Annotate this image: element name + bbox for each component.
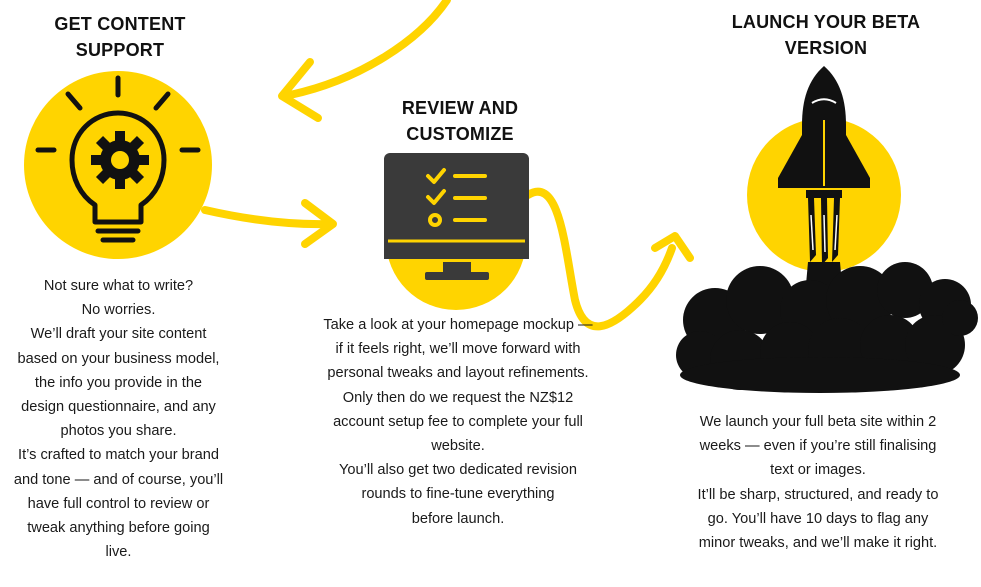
lightbulb-gear-icon xyxy=(24,71,212,259)
step2-line: personal tweaks and layout refinements. xyxy=(327,365,589,382)
step2-line: before launch. xyxy=(411,510,505,527)
step1-title: GET CONTENT SUPPORT xyxy=(10,11,230,63)
rocket-launch-icon xyxy=(676,66,978,393)
step1-line: We’ll draft your site content xyxy=(30,326,207,343)
step1-title-line2: SUPPORT xyxy=(75,40,165,60)
step2-line: Take a look at your homepage mockup — xyxy=(323,317,593,333)
step1-line: the info you provide in the xyxy=(34,374,203,391)
step2-line: You’ll also get two dedicated revision xyxy=(339,462,577,479)
step1-line: design questionnaire, and any xyxy=(21,399,216,416)
step2-line: account setup fee to complete your full xyxy=(333,413,583,430)
step1-line: No worries. xyxy=(81,302,156,319)
step2-description: Take a look at your homepage mockup — if… xyxy=(296,313,620,531)
arrow-top-to-step1-icon xyxy=(278,0,451,122)
step1-description: Not sure what to write? No worries. We’l… xyxy=(0,274,237,564)
step3-line: weeks — even if you’re still finalising xyxy=(699,438,937,455)
step2-line: website. xyxy=(431,438,485,455)
step1-line: photos you share. xyxy=(60,423,177,440)
step3-title: LAUNCH YOUR BETA VERSION xyxy=(706,9,946,61)
step2-line: rounds to fine-tune everything xyxy=(361,486,555,503)
step1-title-line1: GET CONTENT xyxy=(54,14,186,34)
arrow-step2-to-step3-icon xyxy=(524,188,694,331)
step2-line: if it feels right, we’ll move forward wi… xyxy=(335,341,581,358)
step3-title-line2: VERSION xyxy=(784,38,868,58)
step2-line: Only then do we request the NZ$12 xyxy=(342,389,574,406)
step3-line: We launch your full beta site within 2 xyxy=(699,414,937,430)
step1-line: tweak anything before going xyxy=(27,520,210,537)
step3-line: minor tweaks, and we’ll make it right. xyxy=(698,535,938,552)
step1-line: live. xyxy=(105,544,132,561)
step1-line: Not sure what to write? xyxy=(43,278,194,294)
step3-line: It’ll be sharp, structured, and ready to xyxy=(697,486,939,503)
step3-line: go. You’ll have 10 days to flag any xyxy=(707,510,929,527)
step3-description: We launch your full beta site within 2 w… xyxy=(668,410,968,555)
step2-title-line1: REVIEW AND xyxy=(401,98,519,118)
step2-title-line2: CUSTOMIZE xyxy=(406,124,514,144)
monitor-checklist-icon xyxy=(384,153,529,310)
step2-title: REVIEW AND CUSTOMIZE xyxy=(350,95,570,147)
step1-line: have full control to review or xyxy=(27,495,210,512)
step1-line: and tone — and of course, you’ll xyxy=(13,471,224,488)
step3-line: text or images. xyxy=(770,462,866,479)
arrow-step1-to-step2-icon xyxy=(201,199,337,248)
step1-line: It’s crafted to match your brand xyxy=(18,447,219,464)
step1-line: based on your business model, xyxy=(17,350,220,367)
step3-title-line1: LAUNCH YOUR BETA xyxy=(731,12,921,32)
